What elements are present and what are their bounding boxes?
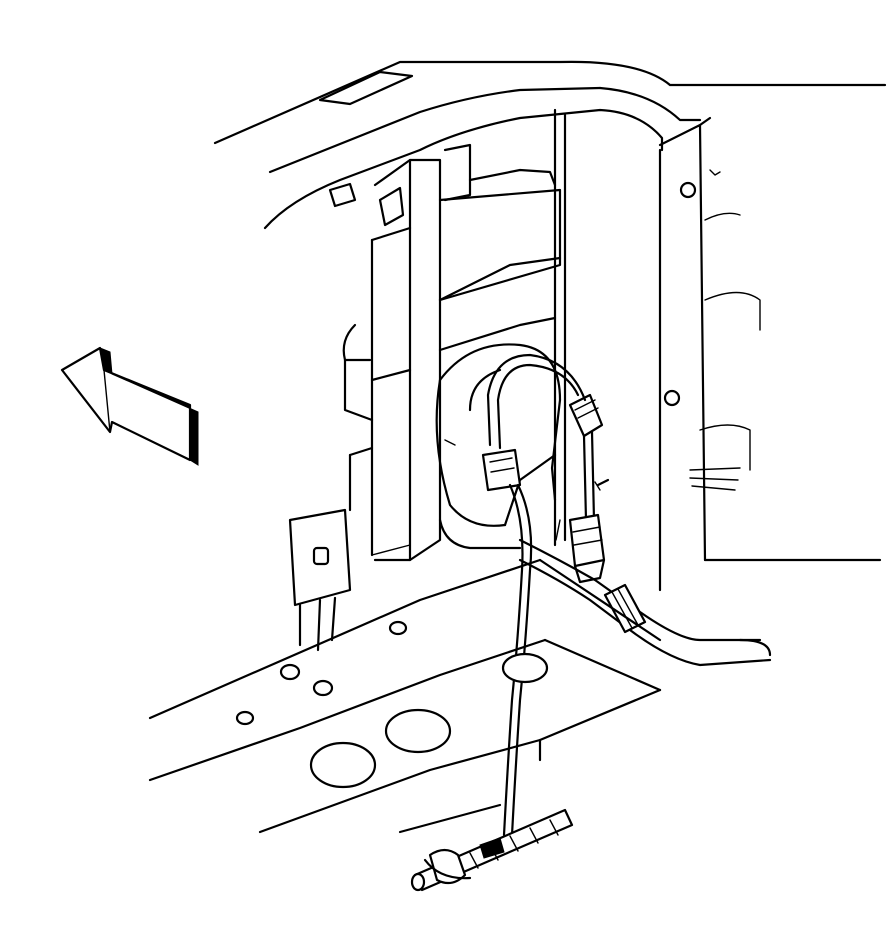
coolant-hose: [518, 538, 772, 667]
arrow-forward-icon: [60, 346, 199, 466]
electrical-connector: [568, 393, 610, 584]
upper-crossmember: [213, 60, 887, 230]
lower-crossmember: [148, 558, 662, 834]
detail-lines: [371, 439, 601, 556]
sensor: [410, 808, 574, 892]
mounting-bracket: [288, 108, 567, 652]
boss-housing: [435, 343, 562, 550]
wiring-harness: [481, 353, 587, 837]
side-rail: [658, 116, 882, 592]
